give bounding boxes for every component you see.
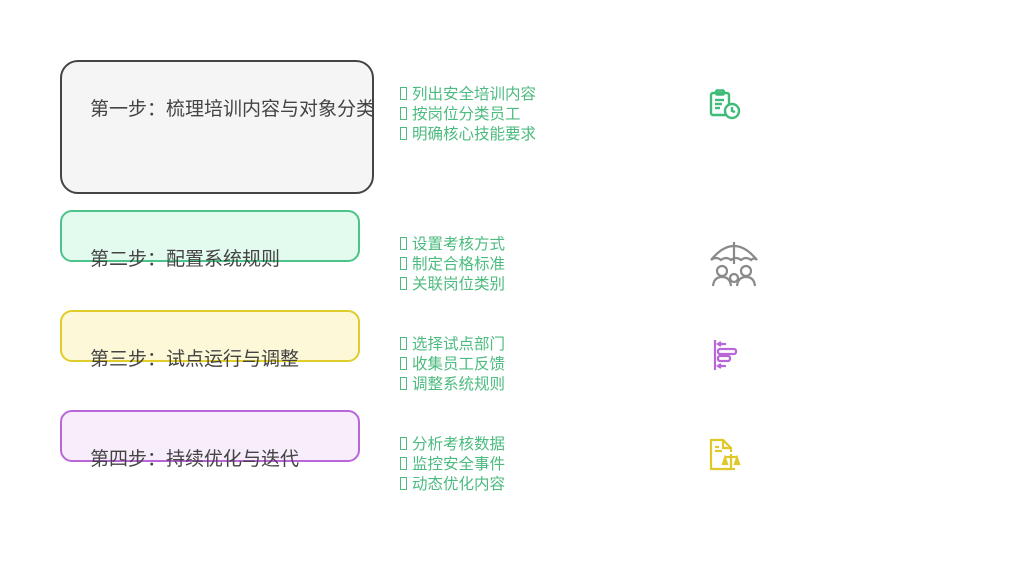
step-4-box: [60, 410, 360, 462]
bullet-icon: [400, 127, 407, 140]
bullet-icon: [400, 237, 407, 250]
list-item: 收集员工反馈: [400, 354, 505, 374]
step-3-list: 选择试点部门 收集员工反馈 调整系统规则: [400, 334, 505, 394]
bullet-icon: [400, 357, 407, 370]
step-1-box: [60, 60, 374, 194]
step-4-list: 分析考核数据 监控安全事件 动态优化内容: [400, 434, 505, 494]
list-item: 选择试点部门: [400, 334, 505, 354]
bullet-icon: [400, 377, 407, 390]
list-item-text: 选择试点部门: [412, 335, 506, 353]
list-item: 关联岗位类别: [400, 274, 505, 294]
step-3-label: 第三步：试点运行与调整: [90, 348, 300, 370]
list-item-text: 调整系统规则: [412, 375, 506, 393]
list-item: 按岗位分类员工: [400, 104, 536, 124]
step-3-box: [60, 310, 360, 362]
step-1-label: 第一步：梳理培训内容与对象分类: [90, 98, 376, 120]
list-item: 调整系统规则: [400, 374, 505, 394]
bullet-icon: [400, 477, 407, 490]
bullet-icon: [400, 457, 407, 470]
bullet-icon: [400, 277, 407, 290]
list-item: 动态优化内容: [400, 474, 505, 494]
list-item: 制定合格标准: [400, 254, 505, 274]
list-item-text: 按岗位分类员工: [412, 105, 521, 123]
step-2-label: 第二步：配置系统规则: [90, 248, 281, 270]
bullet-icon: [400, 87, 407, 100]
bullet-icon: [400, 107, 407, 120]
align-adjust-icon: [713, 340, 738, 370]
list-item: 分析考核数据: [400, 434, 505, 454]
document-scale-icon: [709, 438, 741, 471]
bullet-icon: [400, 257, 407, 270]
list-item-text: 关联岗位类别: [412, 275, 506, 293]
list-item: 设置考核方式: [400, 234, 505, 254]
step-4-label: 第四步：持续优化与迭代: [90, 448, 300, 470]
list-item: 监控安全事件: [400, 454, 505, 474]
list-item-text: 收集员工反馈: [412, 355, 506, 373]
step-1-list: 列出安全培训内容 按岗位分类员工 明确核心技能要求: [400, 84, 536, 144]
list-item-text: 分析考核数据: [412, 435, 506, 453]
umbrella-people-icon: [710, 242, 758, 287]
bullet-icon: [400, 437, 407, 450]
list-item-text: 设置考核方式: [412, 235, 506, 253]
list-item-text: 监控安全事件: [412, 455, 506, 473]
clipboard-clock-icon: [709, 89, 741, 120]
list-item: 明确核心技能要求: [400, 124, 536, 144]
list-item: 列出安全培训内容: [400, 84, 536, 104]
bullet-icon: [400, 337, 407, 350]
list-item-text: 动态优化内容: [412, 475, 506, 493]
list-item-text: 明确核心技能要求: [412, 125, 537, 143]
step-2-list: 设置考核方式 制定合格标准 关联岗位类别: [400, 234, 505, 294]
step-2-box: [60, 210, 360, 262]
list-item-text: 列出安全培训内容: [412, 85, 537, 103]
list-item-text: 制定合格标准: [412, 255, 506, 273]
